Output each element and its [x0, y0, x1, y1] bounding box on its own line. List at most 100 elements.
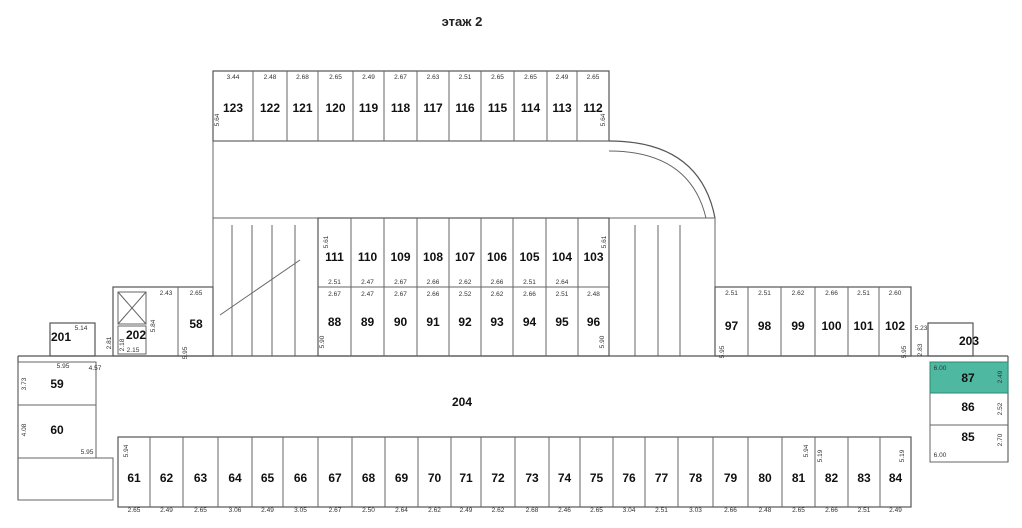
room-87[interactable]: 87: [961, 371, 975, 385]
room-75[interactable]: 75: [590, 471, 604, 485]
room-109[interactable]: 109: [390, 250, 410, 264]
room-112[interactable]: 112: [583, 101, 603, 115]
room-66[interactable]: 66: [294, 471, 308, 485]
room-68[interactable]: 68: [362, 471, 376, 485]
room-110[interactable]: 110: [358, 250, 378, 264]
dimension-label: 3.05: [294, 507, 307, 514]
room-61[interactable]: 61: [127, 471, 141, 485]
room-99[interactable]: 99: [791, 319, 805, 333]
dimension-label: 2.81: [106, 336, 113, 349]
room-91[interactable]: 91: [426, 315, 440, 329]
room-96[interactable]: 96: [587, 315, 601, 329]
room-117[interactable]: 117: [423, 101, 443, 115]
room-79[interactable]: 79: [724, 471, 738, 485]
room-87-highlight[interactable]: [929, 361, 1009, 394]
dimension-label: 2.67: [329, 507, 342, 514]
room-118[interactable]: 118: [391, 101, 411, 115]
room-86[interactable]: 86: [961, 400, 975, 414]
dimension-label: 2.65: [590, 507, 603, 514]
room-65[interactable]: 65: [261, 471, 275, 485]
room-69[interactable]: 69: [395, 471, 409, 485]
room-82[interactable]: 82: [825, 471, 839, 485]
room-123[interactable]: 123: [223, 101, 243, 115]
dimension-label: 2.43: [160, 290, 173, 297]
room-100[interactable]: 100: [821, 319, 841, 333]
room-78[interactable]: 78: [689, 471, 703, 485]
dimension-label: 2.48: [264, 74, 277, 81]
room-103[interactable]: 103: [583, 250, 603, 264]
room-71[interactable]: 71: [459, 471, 473, 485]
room-59[interactable]: 59: [50, 377, 64, 391]
dimension-label: 5.84: [150, 319, 157, 332]
room-101[interactable]: 101: [853, 319, 873, 333]
room-64[interactable]: 64: [228, 471, 242, 485]
room-95[interactable]: 95: [555, 315, 569, 329]
dimension-label: 2.48: [587, 291, 600, 298]
room-201[interactable]: 201: [51, 330, 71, 344]
room-81[interactable]: 81: [792, 471, 806, 485]
room-73[interactable]: 73: [525, 471, 539, 485]
dimension-label: 2.51: [758, 290, 771, 297]
dimension-label: 5.19: [817, 449, 824, 462]
room-88[interactable]: 88: [328, 315, 342, 329]
dimension-label: 5.61: [601, 235, 608, 248]
corridor-label: 204: [452, 395, 472, 409]
room-60[interactable]: 60: [50, 423, 64, 437]
room-119[interactable]: 119: [359, 101, 379, 115]
room-62[interactable]: 62: [160, 471, 174, 485]
room-84[interactable]: 84: [889, 471, 903, 485]
dimension-label: 2.47: [361, 279, 374, 286]
dimension-label: 2.63: [427, 74, 440, 81]
room-108[interactable]: 108: [423, 250, 443, 264]
dimension-label: 2.15: [127, 347, 140, 354]
room-203[interactable]: 203: [959, 334, 979, 348]
room-85[interactable]: 85: [961, 430, 975, 444]
room-113[interactable]: 113: [552, 101, 572, 115]
dimension-label: 6.00: [934, 365, 947, 372]
dimension-label: 2.49: [160, 507, 173, 514]
room-72[interactable]: 72: [491, 471, 505, 485]
room-114[interactable]: 114: [521, 101, 541, 115]
room-80[interactable]: 80: [758, 471, 772, 485]
room-121[interactable]: 121: [292, 101, 312, 115]
dimension-label: 4.08: [21, 423, 28, 436]
room-102[interactable]: 102: [885, 319, 905, 333]
room-89[interactable]: 89: [361, 315, 375, 329]
room-116[interactable]: 116: [455, 101, 475, 115]
room-77[interactable]: 77: [655, 471, 669, 485]
room-93[interactable]: 93: [490, 315, 504, 329]
dimension-label: 2.51: [858, 507, 871, 514]
dimension-label: 2.62: [492, 507, 505, 514]
dimension-label: 5.64: [214, 113, 221, 126]
dimension-label: 5.64: [600, 113, 607, 126]
room-74[interactable]: 74: [558, 471, 572, 485]
room-83[interactable]: 83: [857, 471, 871, 485]
dimension-label: 2.65: [190, 290, 203, 297]
room-70[interactable]: 70: [428, 471, 442, 485]
dimension-label: 2.65: [524, 74, 537, 81]
room-97[interactable]: 97: [725, 319, 739, 333]
room-202[interactable]: 202: [126, 328, 146, 342]
room-76[interactable]: 76: [622, 471, 636, 485]
room-107[interactable]: 107: [455, 250, 475, 264]
room-98[interactable]: 98: [758, 319, 772, 333]
room-122[interactable]: 122: [260, 101, 280, 115]
dimension-label: 2.64: [395, 507, 408, 514]
dimension-label: 2.68: [526, 507, 539, 514]
room-105[interactable]: 105: [519, 250, 539, 264]
room-58[interactable]: 58: [189, 317, 203, 331]
room-104[interactable]: 104: [552, 250, 572, 264]
dimension-label: 2.65: [329, 74, 342, 81]
room-120[interactable]: 120: [325, 101, 345, 115]
room-115[interactable]: 115: [488, 101, 508, 115]
dimension-label: 5.95: [901, 345, 908, 358]
room-94[interactable]: 94: [523, 315, 537, 329]
room-106[interactable]: 106: [487, 250, 507, 264]
room-111[interactable]: 111: [325, 250, 344, 264]
room-92[interactable]: 92: [458, 315, 472, 329]
room-67[interactable]: 67: [328, 471, 342, 485]
room-90[interactable]: 90: [394, 315, 408, 329]
room-63[interactable]: 63: [194, 471, 208, 485]
dimension-label: 2.52: [459, 291, 472, 298]
